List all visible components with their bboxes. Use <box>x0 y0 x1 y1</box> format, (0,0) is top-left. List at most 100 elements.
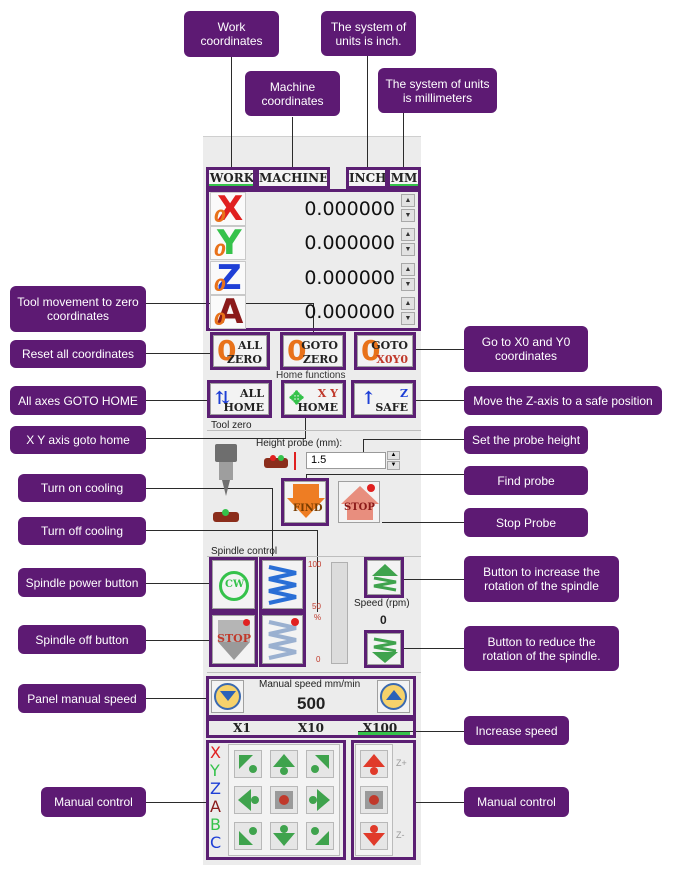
zero-x-button[interactable]: X 0 <box>210 189 246 229</box>
spin-down-icon[interactable]: ▼ <box>401 312 415 325</box>
step-x10[interactable]: X10 <box>297 721 324 735</box>
zero-mark: 0 <box>214 241 226 261</box>
z-safe-button[interactable]: ↑ Z SAFE <box>354 383 413 415</box>
spindle-icon <box>218 620 250 642</box>
highlight-box <box>209 612 258 667</box>
callout-spindle-off: Spindle off button <box>18 625 146 654</box>
zero-z-button[interactable]: Z 0 <box>210 258 246 298</box>
probe-height-input[interactable]: 1.5 <box>306 452 386 469</box>
coord-spinner[interactable]: ▲▼ <box>401 263 415 291</box>
spin-down-icon[interactable]: ▼ <box>401 243 415 256</box>
probe-height-icon <box>262 452 302 470</box>
spindle-reduce-button[interactable] <box>367 633 401 665</box>
leader-line <box>146 698 208 699</box>
spin-up-icon[interactable]: ▲ <box>401 263 415 276</box>
jog-right-button[interactable] <box>306 786 334 814</box>
axis-letter-x: X <box>210 743 221 762</box>
spindle-speed-bar <box>331 562 348 664</box>
speed-value: 0 <box>380 613 387 627</box>
callout-stop-probe: Stop Probe <box>464 508 588 537</box>
jog-left-button[interactable] <box>234 786 262 814</box>
tab-work[interactable]: WORK <box>208 169 256 187</box>
callout-spindle-increase: Button to increase the rotation of the s… <box>464 556 619 602</box>
jog-z-down-button[interactable] <box>360 822 388 850</box>
step-x1[interactable]: X1 <box>233 721 251 735</box>
callout-manual-right: Manual control <box>464 787 569 817</box>
zero-mark: 0 <box>214 310 226 330</box>
spin-up-icon[interactable]: ▲ <box>401 228 415 241</box>
find-probe-button[interactable]: FIND <box>284 481 326 523</box>
callout-mm: The system of units is millimeters <box>378 68 497 113</box>
spin-up-icon[interactable]: ▲ <box>401 297 415 310</box>
stop-probe-button[interactable]: STOP <box>338 481 380 523</box>
leader-line <box>403 579 464 580</box>
coord-row-a: A 0 0.000000 ▲▼ <box>207 292 421 332</box>
leader-line <box>146 640 210 641</box>
step-x100[interactable]: X100 <box>362 721 398 735</box>
goto-x0y0-button[interactable]: 0 GOTO X0Y0 <box>357 334 413 367</box>
spin-down-icon[interactable]: ▼ <box>401 278 415 291</box>
jog-up-button[interactable] <box>270 750 298 778</box>
spindle-stop-button[interactable]: STOP <box>212 615 255 664</box>
spin-down-icon[interactable]: ▼ <box>401 209 415 222</box>
xy-home-button[interactable]: ✥ X Y HOME <box>284 383 343 415</box>
zero-icon: 0 <box>217 334 237 367</box>
leader-line <box>403 648 464 649</box>
highlight-box <box>351 380 416 418</box>
spin-up-icon[interactable]: ▲ <box>401 194 415 207</box>
zero-a-button[interactable]: A 0 <box>210 292 246 332</box>
callout-z-safe: Move the Z-axis to a safe position <box>464 386 662 415</box>
spindle-cw-button[interactable]: CW <box>212 560 255 609</box>
jog-down-right-button[interactable] <box>306 822 334 850</box>
goto-zero-icon: 0 <box>287 334 307 367</box>
highlight-box <box>387 167 421 189</box>
probe-height-spinner[interactable]: ▲ ▼ <box>387 451 400 470</box>
spin-up-icon[interactable]: ▲ <box>387 451 400 460</box>
jog-stop-button[interactable] <box>270 786 298 814</box>
spindle-tip <box>218 642 250 660</box>
callout-work-coordinates: Work coordinates <box>184 11 279 57</box>
jog-up-left-button[interactable] <box>234 750 262 778</box>
jog-z-stop-button[interactable] <box>360 786 388 814</box>
stop-dot-icon <box>367 484 375 492</box>
jog-up-right-button[interactable] <box>306 750 334 778</box>
axis-letter: Y <box>217 223 242 263</box>
z-up-icon: ↑ <box>361 388 377 409</box>
button-label: STOP <box>217 632 251 645</box>
manual-speed-up-button[interactable] <box>377 680 410 713</box>
cooling-on-button[interactable] <box>262 560 303 609</box>
zero-y-button[interactable]: Y 0 <box>210 223 246 263</box>
callout-panel-speed: Panel manual speed <box>18 684 146 713</box>
jog-down-button[interactable] <box>270 822 298 850</box>
cooling-off-button[interactable] <box>262 615 303 664</box>
coolant-spring-icon <box>268 565 297 605</box>
callout-xy-home: X Y axis goto home <box>10 426 146 454</box>
coord-spinner[interactable]: ▲▼ <box>401 297 415 325</box>
button-label: ALL <box>237 339 262 352</box>
leader-line <box>382 522 464 523</box>
height-probe-label: Height probe (mm): <box>256 438 343 449</box>
scale-label: 50 <box>312 602 321 611</box>
manual-speed-down-button[interactable] <box>211 680 244 713</box>
all-home-button[interactable]: ⇅ ALL HOME <box>210 383 269 415</box>
goto-zero-button[interactable]: 0 GOTO ZERO <box>283 334 343 367</box>
jog-z-up-button[interactable] <box>360 750 388 778</box>
coord-spinner[interactable]: ▲▼ <box>401 228 415 256</box>
jog-down-left-button[interactable] <box>234 822 262 850</box>
leader-line <box>292 117 293 169</box>
spacer <box>335 478 383 526</box>
manual-speed-label: Manual speed mm/min <box>259 679 361 690</box>
all-zero-button[interactable]: 0 ALL ZERO <box>213 334 267 367</box>
button-label: FIND <box>293 503 323 514</box>
highlight-box <box>259 557 306 612</box>
spindle-increase-button[interactable] <box>367 560 401 595</box>
coord-value-y: 0.000000 <box>304 232 395 254</box>
spin-down-icon[interactable]: ▼ <box>387 461 400 470</box>
coord-spinner[interactable]: ▲▼ <box>401 194 415 222</box>
axis-letter-z: Z <box>210 779 221 798</box>
leader-line <box>272 488 273 560</box>
manual-speed-value: 500 <box>297 694 326 713</box>
coolant-off-icon <box>268 618 299 660</box>
increase-arrow-icon <box>372 564 398 576</box>
callout-find-probe: Find probe <box>464 466 588 495</box>
